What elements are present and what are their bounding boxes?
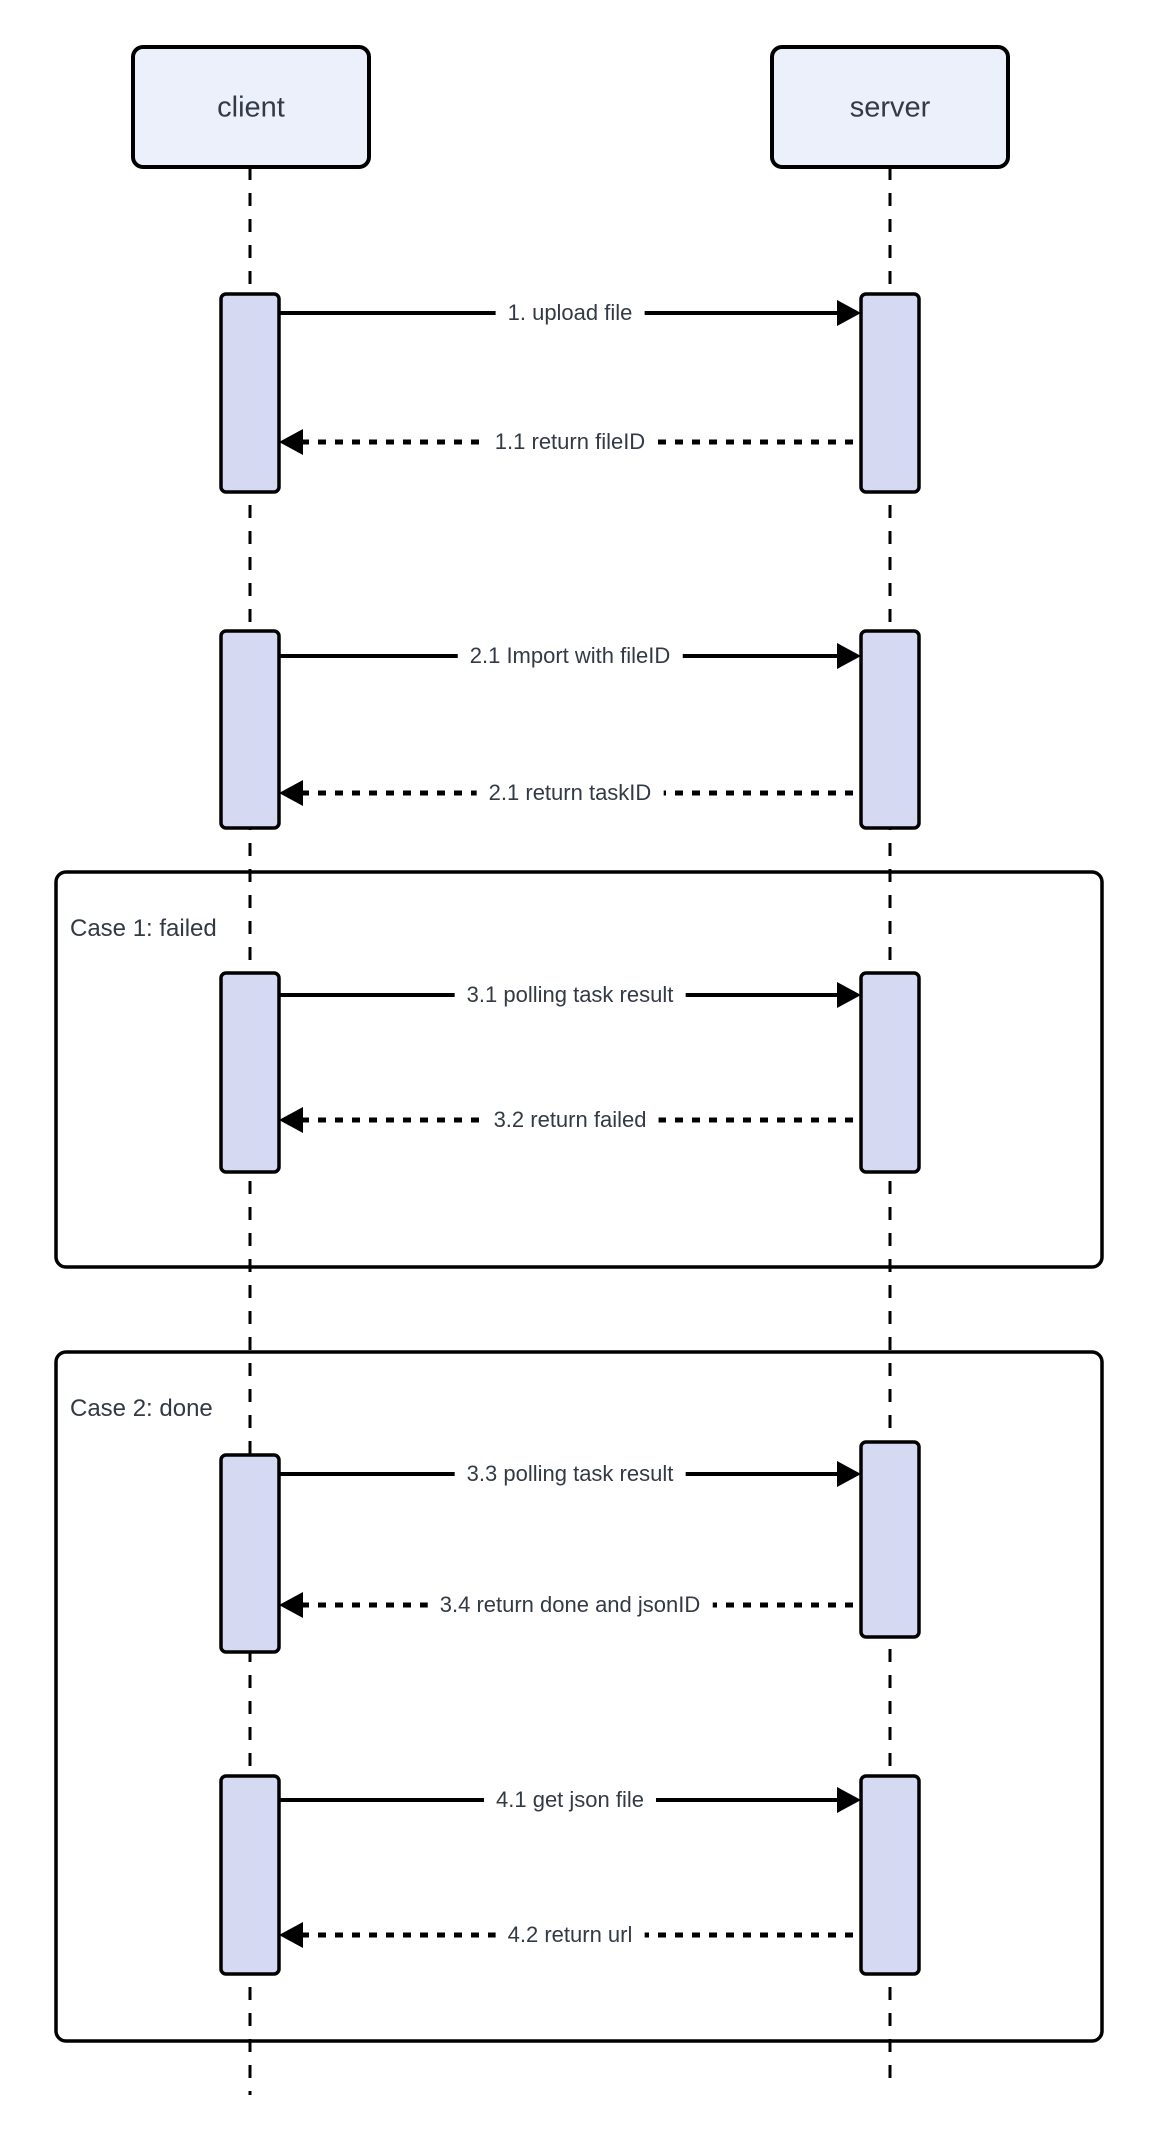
message-label-2: 1.1 return fileID: [482, 427, 658, 457]
actor-label-server: server: [849, 91, 931, 124]
message-label-4: 2.1 return taskID: [476, 778, 664, 808]
activation-bar-client-1: [219, 292, 281, 494]
arrowhead-right-5: [837, 982, 861, 1008]
message-label-6: 3.2 return failed: [481, 1105, 659, 1135]
activation-bar-server-5: [859, 1774, 921, 1976]
message-label-3: 2.1 Import with fileID: [457, 641, 683, 671]
arrowhead-left-10: [279, 1922, 303, 1948]
arrowhead-right-1: [837, 300, 861, 326]
arrowhead-left-6: [279, 1107, 303, 1133]
arrowhead-left-4: [279, 780, 303, 806]
actor-box-server: [770, 45, 1010, 169]
arrowhead-left-2: [279, 429, 303, 455]
actor-label-client: client: [217, 91, 285, 124]
message-label-9: 4.1 get json file: [484, 1785, 656, 1815]
arrowhead-left-8: [279, 1592, 303, 1618]
message-label-5: 3.1 polling task result: [454, 980, 686, 1010]
activation-bar-server-4: [859, 1440, 921, 1639]
group-box-case1: [54, 870, 1104, 1269]
message-label-7: 3.3 polling task result: [454, 1459, 686, 1489]
activation-bar-client-3: [219, 971, 281, 1174]
arrowhead-right-3: [837, 643, 861, 669]
actor-box-client: [131, 45, 371, 169]
activation-bar-server-1: [859, 292, 921, 494]
message-label-1: 1. upload file: [495, 298, 645, 328]
group-box-case2: [54, 1350, 1104, 2043]
activation-bar-client-2: [219, 629, 281, 830]
group-label-case1: Case 1: failed: [70, 915, 221, 943]
activation-bar-server-2: [859, 629, 921, 830]
activation-bar-client-5: [219, 1774, 281, 1976]
message-label-8: 3.4 return done and jsonID: [427, 1590, 713, 1620]
activation-bar-client-4: [219, 1453, 281, 1654]
arrowhead-right-9: [837, 1787, 861, 1813]
activation-bar-server-3: [859, 971, 921, 1174]
message-label-10: 4.2 return url: [495, 1920, 645, 1950]
group-label-case2: Case 2: done: [70, 1395, 217, 1423]
arrowhead-right-7: [837, 1461, 861, 1487]
